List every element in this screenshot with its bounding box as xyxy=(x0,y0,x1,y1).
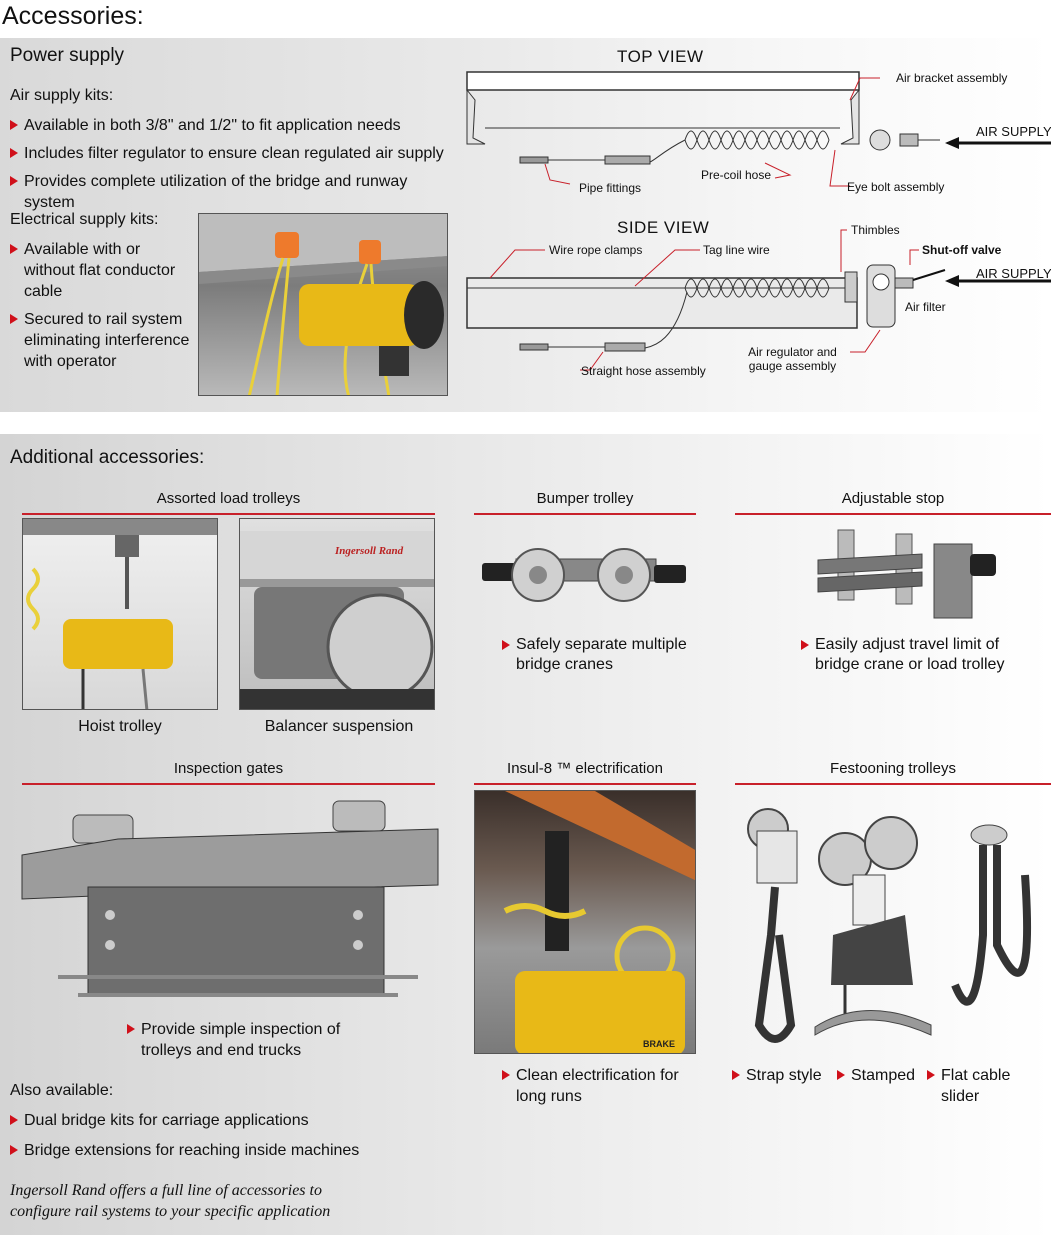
elec-bullet-1: Available with or without flat conductor… xyxy=(10,239,190,302)
electrical-supply-heading: Electrical supply kits: xyxy=(10,211,159,228)
hoist-trolley-caption: Hoist trolley xyxy=(78,718,162,735)
festoon-item-strap: Strap style xyxy=(732,1065,822,1086)
air-bullet-1: Available in both 3/8" and 1/2" to fit a… xyxy=(10,115,460,136)
label-precoil-hose: Pre-coil hose xyxy=(701,168,772,182)
closing-text: Ingersoll Rand offers a full line of acc… xyxy=(10,1182,331,1220)
balancer-suspension-photo: Ingersoll Rand xyxy=(239,518,435,710)
ingersoll-rand-logo: Ingersoll Rand xyxy=(335,545,404,557)
label-shutoff-valve: Shut-off valve xyxy=(922,243,1002,257)
label-air-bracket: Air bracket assembly xyxy=(896,71,1008,85)
label-air-supply-side: AIR SUPPLY xyxy=(976,266,1051,281)
label-thimbles: Thimbles xyxy=(851,223,900,237)
adjustable-stop-title: Adjustable stop xyxy=(735,490,1051,515)
insul8-illustration xyxy=(503,791,695,1053)
load-trolleys-title: Assorted load trolleys xyxy=(22,490,435,515)
festoon-item-stamped: Stamped xyxy=(837,1065,915,1086)
air-supply-diagram xyxy=(466,71,1051,371)
inspection-gates-bullet: Provide simple inspection of trolleys an… xyxy=(127,1019,347,1061)
closing-statement: Ingersoll Rand offers a full line of acc… xyxy=(10,1180,360,1222)
electrical-supply-photo xyxy=(198,213,448,396)
hoist-trolley-photo xyxy=(22,518,218,710)
bumper-trolley-illustration xyxy=(482,548,686,602)
label-air-supply-top: AIR SUPPLY xyxy=(976,124,1051,139)
insul8-bullet: Clean electrification for long runs xyxy=(502,1065,702,1107)
balancer-suspension-caption: Balancer suspension xyxy=(264,718,414,735)
inspection-gates-illustration xyxy=(21,800,439,997)
label-wire-rope-clamps: Wire rope clamps xyxy=(549,243,643,257)
hoist-trolley-illustration xyxy=(23,519,217,709)
label-eye-bolt: Eye bolt assembly xyxy=(847,180,945,194)
brake-label: BRAKE xyxy=(643,1039,676,1049)
insul8-photo: BRAKE xyxy=(474,790,696,1054)
inspection-gates-title: Inspection gates xyxy=(22,760,435,785)
also-bullet-2: Bridge extensions for reaching inside ma… xyxy=(10,1140,450,1161)
label-pipe-fittings: Pipe fittings xyxy=(579,181,642,195)
festooning-title: Festooning trolleys xyxy=(735,760,1051,785)
additional-heading: Additional accessories: xyxy=(10,447,205,468)
also-bullet-1: Dual bridge kits for carriage applicatio… xyxy=(10,1110,450,1131)
air-bullet-2: Includes filter regulator to ensure clea… xyxy=(10,143,460,164)
festooning-trolleys-illustration xyxy=(747,808,1032,1043)
adjustable-stop-bullet: Easily adjust travel limit of bridge cra… xyxy=(801,635,1016,675)
air-bullet-3: Provides complete utilization of the bri… xyxy=(10,171,460,213)
bumper-trolley-title: Bumper trolley xyxy=(474,490,696,515)
adjustable-stop-illustration xyxy=(817,529,996,619)
elec-bullet-2: Secured to rail system eliminating inter… xyxy=(10,309,190,372)
label-straight-hose: Straight hose assembly xyxy=(581,364,706,378)
label-regulator: Air regulator and gauge assembly xyxy=(748,345,837,373)
power-supply-heading: Power supply xyxy=(10,45,125,66)
festoon-item-flat-cable: Flat cable slider xyxy=(927,1065,1051,1107)
electrical-supply-illustration xyxy=(199,214,447,395)
balancer-suspension-illustration xyxy=(240,531,434,709)
bumper-trolley-bullet: Safely separate multiple bridge cranes xyxy=(502,635,702,675)
air-supply-heading: Air supply kits: xyxy=(10,87,114,104)
top-view-heading: TOP VIEW xyxy=(617,47,704,66)
label-tag-line: Tag line wire xyxy=(703,243,770,257)
side-view-heading: SIDE VIEW xyxy=(617,218,710,237)
label-air-filter: Air filter xyxy=(905,300,946,314)
page-title: Accessories: xyxy=(2,2,144,30)
insul8-title: Insul-8 ™ electrification xyxy=(474,760,696,785)
also-available-heading: Also available: xyxy=(10,1082,114,1099)
